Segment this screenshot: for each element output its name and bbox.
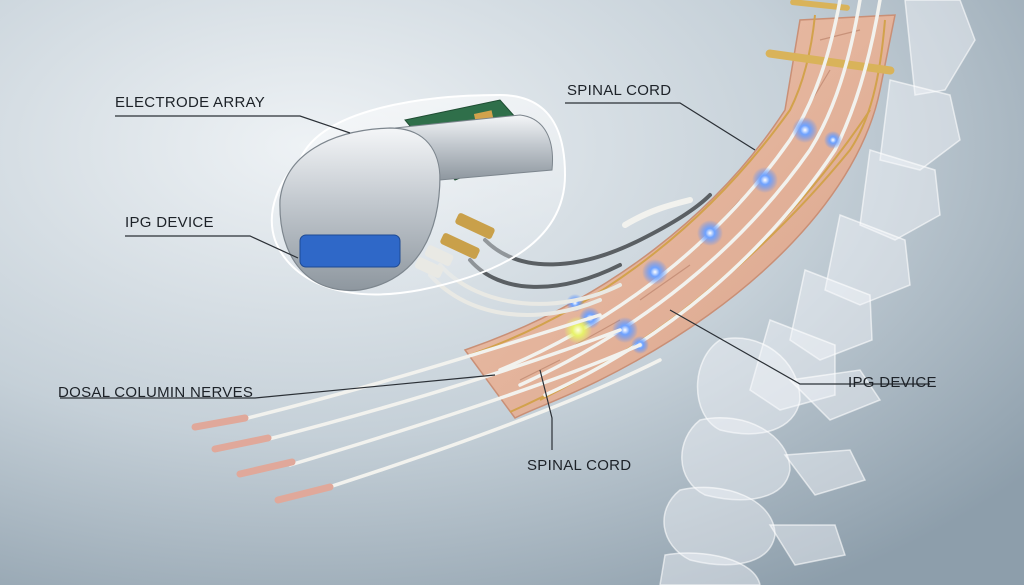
connector-ports <box>414 213 495 278</box>
ipg-device-icon <box>270 93 567 296</box>
leader-lines <box>60 102 930 450</box>
label-dorsal-column-nerves: DOSAL COLUMIN NERVES <box>58 384 254 401</box>
label-spinal-cord-bottom: SPINAL CORD <box>527 457 632 474</box>
label-ipg-device-left: IPG DEVICE <box>125 214 214 231</box>
vertebral-column-icon <box>659 0 976 585</box>
label-electrode-array: ELECTRODE ARRAY <box>115 94 266 111</box>
lead-wires <box>191 313 662 504</box>
label-ipg-device-right: IPG DEVICE <box>848 374 937 391</box>
nerve-root-rod <box>765 0 895 75</box>
label-spinal-cord-top: SPINAL CORD <box>567 82 672 99</box>
battery <box>299 234 401 268</box>
